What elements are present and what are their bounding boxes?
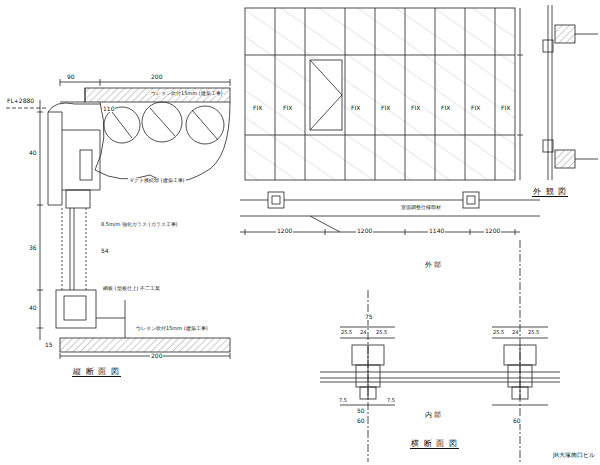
building-caption: JR大塚南口ビル xyxy=(553,452,595,458)
dimension-label: 50 xyxy=(356,408,366,414)
dimension-label: 36 xyxy=(28,245,38,251)
dimension-label: 110 xyxy=(102,106,115,112)
dimension-label: 54 xyxy=(100,248,110,254)
dimension-label: 1140 xyxy=(428,228,445,234)
dimension-label: 室温調整仕様部材 xyxy=(400,205,442,210)
dimension-label: 8.5m/m 強化ガラス (ガラス工事) xyxy=(100,222,178,227)
dimension-label: ウレタン吹付15mm (建築工事) xyxy=(150,91,224,96)
dimension-label: FIX xyxy=(282,105,293,111)
dimension-label: FIX xyxy=(410,105,421,111)
dimension-label: FL+2880 xyxy=(6,98,35,104)
dimension-label: FIX xyxy=(500,105,511,111)
dimension-label: 25.5 xyxy=(492,330,505,335)
view-title: 外 観 図 xyxy=(532,188,568,197)
dimension-label: 40 xyxy=(28,150,38,156)
dimension-label: 200 xyxy=(150,74,163,80)
dimension-label: 内 部 xyxy=(424,412,442,419)
dimension-label: FIX xyxy=(470,105,481,111)
dimension-label: 200 xyxy=(150,353,163,359)
dimension-label: 40 xyxy=(28,305,38,311)
dimension-label: 1200 xyxy=(276,228,293,234)
dimension-label: ウレタン吹付15mm (建築工事) xyxy=(135,326,209,331)
dimension-label: 60 xyxy=(512,418,522,424)
dimension-label: 網板 (型板仕上) 不二工業 xyxy=(102,286,161,291)
dimension-label: 90 xyxy=(66,74,76,80)
dimension-label: 7.5 xyxy=(386,398,396,403)
view-title: 縦 断 面 図 xyxy=(72,368,121,377)
dimension-label: ダクト接続部 (建築工事) xyxy=(128,178,186,183)
dimension-label: 24 xyxy=(359,330,367,335)
dimension-label: FIX xyxy=(440,105,451,111)
dimension-label: 25.5 xyxy=(340,330,353,335)
dimension-label: 25.5 xyxy=(375,330,388,335)
dimension-label: 25.5 xyxy=(527,330,540,335)
dimension-label: 7.5 xyxy=(338,398,348,403)
dimension-label: FIX xyxy=(380,105,391,111)
dimension-label: 外 部 xyxy=(424,262,442,269)
dimension-label: 15 xyxy=(44,342,54,348)
dimension-label: 24 xyxy=(511,330,519,335)
dimension-label: 1200 xyxy=(356,228,373,234)
dimension-label: FIX xyxy=(350,105,361,111)
dimension-label: 75 xyxy=(364,314,374,320)
dimension-label: 1200 xyxy=(484,228,501,234)
view-title: 横 断 面 図 xyxy=(410,440,459,449)
dimension-label: 60 xyxy=(356,418,366,424)
dimension-label: FIX xyxy=(252,105,263,111)
